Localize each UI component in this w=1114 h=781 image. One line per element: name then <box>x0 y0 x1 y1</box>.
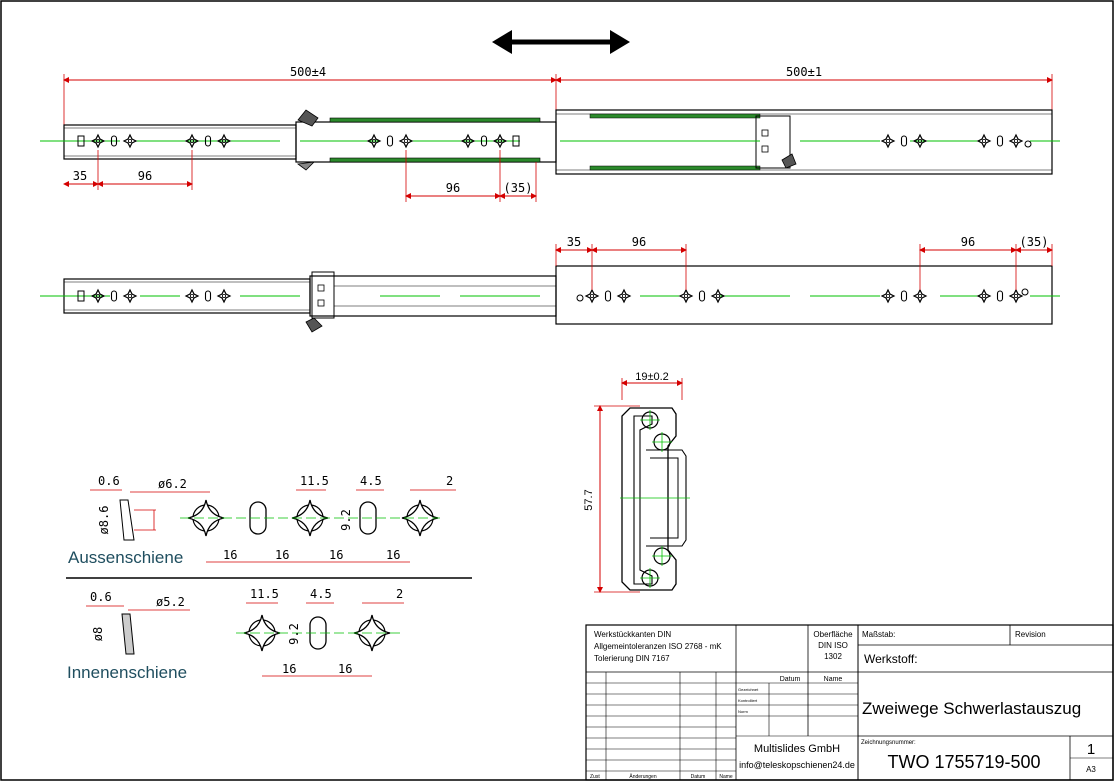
innen-dim-2: 2 <box>396 587 403 601</box>
tb-company: Multislides GmbH <box>754 743 840 755</box>
tb-foot-changes: Änderungen <box>629 773 656 780</box>
tb-role-checked: Kontrolliert <box>738 698 758 703</box>
tb-col-name: Name <box>824 676 843 683</box>
tb-revision-label: Revision <box>1015 630 1046 639</box>
tb-foot-state: Zust <box>590 774 600 780</box>
dim-96-top-mid: 96 <box>446 181 460 195</box>
tb-note-2: Allgemeintoleranzen ISO 2768 - mK <box>594 642 722 651</box>
innen-dim-11-5: 11.5 <box>250 587 279 601</box>
aussen-diameter-head: ø8.6 <box>97 506 111 535</box>
innenenschiene-title: Innenenschiene <box>67 663 187 682</box>
tb-foot-date: Datum <box>691 774 706 780</box>
innen-pitch-2: 16 <box>338 662 352 676</box>
tb-email: info@teleskopschienen24.de <box>739 760 855 770</box>
tb-surface-2: DIN ISO <box>818 641 848 650</box>
aussen-dim-2: 2 <box>446 474 453 488</box>
dim-96-top-left: 96 <box>138 169 152 183</box>
aussen-pitch-3: 16 <box>329 548 343 562</box>
aussen-dim-9-2: 9.2 <box>339 509 353 531</box>
innen-dim-9-2: 9.2 <box>287 623 301 645</box>
tb-material-label: Werkstoff: <box>864 652 918 666</box>
dim-35-bottom: 35 <box>567 235 581 249</box>
innen-pitch-1: 16 <box>282 662 296 676</box>
tb-surface-1: Oberfläche <box>813 630 853 639</box>
aussen-dim-11-5: 11.5 <box>300 474 329 488</box>
title-block <box>585 624 1114 781</box>
aussen-diameter-outer: ø6.2 <box>158 477 187 491</box>
dim-profile-height: 57.7 <box>583 489 595 510</box>
tb-format: A3 <box>1086 765 1096 774</box>
dim-96-bottom-right: 96 <box>961 235 975 249</box>
tb-drawing-number-label: Zeichnungsnummer: <box>861 740 916 746</box>
bottom-view: 35 96 96 (35) <box>40 235 1060 333</box>
dim-35-top: 35 <box>73 169 87 183</box>
tb-title: Zweiwege Schwerlastauszug <box>862 699 1081 718</box>
tb-note-1: Werkstückkanten DIN <box>594 630 671 639</box>
aussen-pitch-2: 16 <box>275 548 289 562</box>
tb-drawing-number: TWO 1755719-500 <box>887 752 1040 772</box>
dim-96-bottom-left: 96 <box>632 235 646 249</box>
dim-profile-width: 19±0.2 <box>635 371 669 383</box>
tb-surface-3: 1302 <box>824 652 842 661</box>
aussen-thickness: 0.6 <box>98 474 120 488</box>
dim-overall-right: 500±1 <box>786 65 822 79</box>
dim-35-paren-top: (35) <box>504 181 533 195</box>
top-view: 500±4 500±1 <box>40 65 1060 202</box>
tb-role-drawn: Gezeichnet <box>738 687 759 692</box>
tb-foot-name: Name <box>719 774 733 780</box>
innen-diameter-outer: ø5.2 <box>156 595 185 609</box>
tb-note-3: Tolerierung DIN 7167 <box>594 654 670 663</box>
aussen-dim-4-5: 4.5 <box>360 474 382 488</box>
innen-thickness: 0.6 <box>90 590 112 604</box>
aussen-pitch-1: 16 <box>223 548 237 562</box>
tb-scale-label: Maßstab: <box>862 630 895 639</box>
profile-cross-section: 19±0.2 57.7 <box>583 371 690 593</box>
aussen-pitch-4: 16 <box>386 548 400 562</box>
detail-innenenschiene: 0.6 ø5.2 ø8 11.5 4.5 9.2 2 16 16 Innenen… <box>67 587 404 682</box>
tb-sheet: 1 <box>1087 741 1095 758</box>
tb-col-date: Datum <box>780 676 801 683</box>
title-block-text: Werkstückkanten DIN Allgemeintoleranzen … <box>590 630 1096 780</box>
aussenschiene-title: Aussenschiene <box>68 548 183 567</box>
dim-35-paren-bottom: (35) <box>1020 235 1049 249</box>
double-arrow-icon <box>492 30 630 54</box>
innen-diameter-head: ø8 <box>91 627 105 641</box>
detail-aussenschiene: 0.6 ø6.2 ø8.6 11.5 4.5 9.2 2 16 16 16 16… <box>68 474 456 567</box>
dim-overall-left: 500±4 <box>290 65 326 79</box>
innen-dim-4-5: 4.5 <box>310 587 332 601</box>
tb-role-norm: Norm <box>738 709 748 714</box>
